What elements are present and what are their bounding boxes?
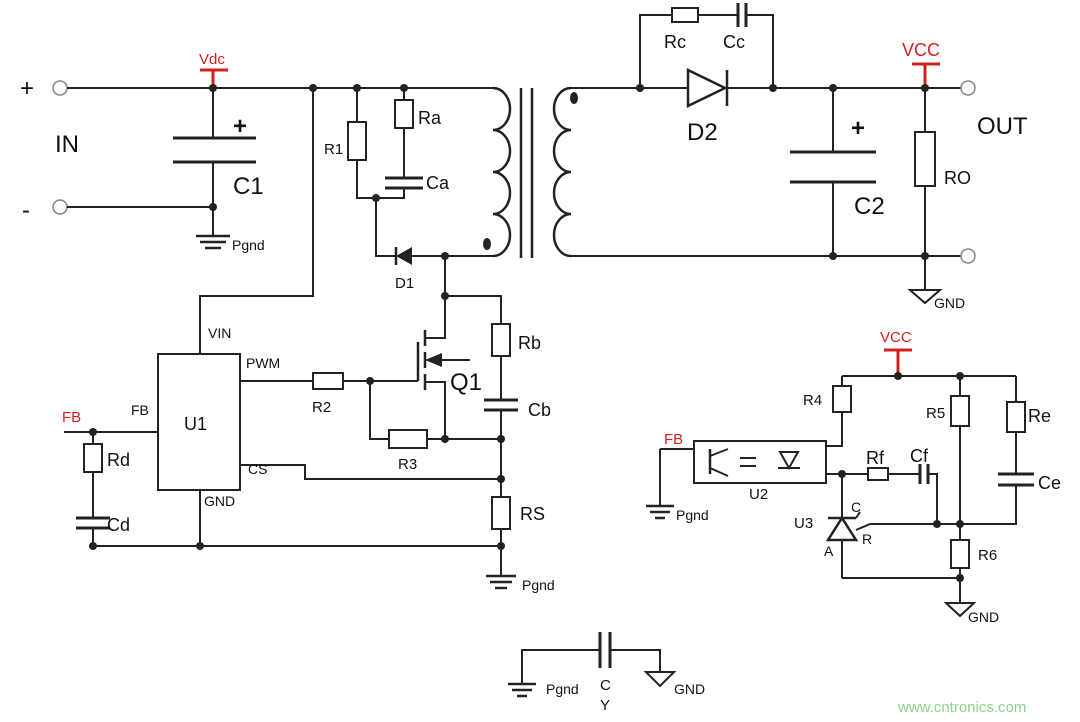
shunt-regulator-u3 bbox=[825, 511, 960, 578]
d2-label: D2 bbox=[687, 119, 718, 146]
input-label: IN bbox=[55, 131, 79, 158]
resistor-r2 bbox=[312, 372, 344, 390]
resistor-ra bbox=[394, 99, 414, 129]
primary-dot bbox=[483, 238, 491, 250]
u3-cathode-pin: C bbox=[851, 499, 861, 515]
output-plus-terminal bbox=[960, 80, 976, 96]
r4-label: R4 bbox=[803, 392, 822, 409]
rb-label: Rb bbox=[518, 333, 541, 353]
u1-fb-pin: FB bbox=[131, 402, 149, 418]
gnd-symbol-1 bbox=[907, 289, 943, 305]
fb-left-label: FB bbox=[62, 409, 81, 426]
u1-gnd-pin: GND bbox=[204, 493, 235, 509]
ic-u1 bbox=[157, 353, 241, 491]
input-plus-label: + bbox=[20, 75, 34, 102]
r5-label: R5 bbox=[926, 405, 945, 422]
input-minus-label: - bbox=[22, 197, 30, 224]
capacitor-c2 bbox=[790, 88, 876, 256]
pgnd4-label: Pgnd bbox=[546, 681, 579, 697]
resistor-r4 bbox=[832, 385, 852, 413]
resistor-rc bbox=[671, 7, 699, 23]
gnd3-label: GND bbox=[674, 681, 705, 697]
resistor-re bbox=[1006, 401, 1026, 433]
pgnd2-label: Pgnd bbox=[522, 577, 555, 593]
out-label: OUT bbox=[977, 113, 1028, 140]
vdc-label: Vdc bbox=[199, 51, 225, 68]
cy-c-label: C bbox=[600, 677, 611, 694]
pgnd-symbol-1 bbox=[196, 234, 230, 250]
pgnd-symbol-4 bbox=[508, 682, 536, 698]
rf-label: Rf bbox=[866, 448, 885, 468]
vcc-out-label: VCC bbox=[902, 40, 940, 60]
rs-label: RS bbox=[520, 504, 545, 524]
gnd2-label: GND bbox=[968, 609, 999, 625]
resistor-rb bbox=[491, 323, 511, 357]
resistor-rf bbox=[867, 467, 889, 481]
d1-label: D1 bbox=[395, 275, 414, 292]
gnd1-label: GND bbox=[934, 295, 965, 311]
resistor-r1 bbox=[347, 121, 367, 161]
rd-label: Rd bbox=[107, 450, 130, 470]
transformer-secondary bbox=[552, 86, 572, 258]
r1-label: R1 bbox=[324, 141, 343, 158]
optocoupler-u2 bbox=[693, 440, 827, 484]
u1-cs-pin: CS bbox=[248, 461, 267, 477]
c1-label: C1 bbox=[233, 173, 264, 200]
u1-pwm-pin: PWM bbox=[246, 355, 280, 371]
resistor-r5 bbox=[950, 395, 970, 427]
pgnd-symbol-3 bbox=[646, 504, 674, 520]
r6-label: R6 bbox=[978, 547, 997, 564]
mosfet-q1 bbox=[416, 296, 470, 439]
resistor-rs bbox=[491, 496, 511, 530]
pgnd-symbol-2 bbox=[486, 574, 516, 590]
pgnd1-label: Pgnd bbox=[232, 237, 265, 253]
u1-label: U1 bbox=[184, 414, 207, 434]
r3-label: R3 bbox=[398, 456, 417, 473]
watermark: www.cntronics.com bbox=[897, 699, 1026, 716]
cb-label: Cb bbox=[528, 400, 551, 420]
u1-vin-pin: VIN bbox=[208, 325, 231, 341]
cc-label: Cc bbox=[723, 32, 745, 52]
gnd-symbol-3 bbox=[643, 671, 677, 688]
resistor-rd bbox=[83, 443, 103, 473]
vcc-fb-label: VCC bbox=[880, 329, 912, 346]
q1-label: Q1 bbox=[450, 369, 482, 396]
transformer-primary bbox=[492, 86, 512, 258]
input-rails bbox=[52, 68, 493, 215]
ra-label: Ra bbox=[418, 108, 442, 128]
c1-polarity: + bbox=[233, 113, 247, 140]
diode-d2 bbox=[686, 68, 729, 108]
ce-label: Ce bbox=[1038, 473, 1061, 493]
u2-label: U2 bbox=[749, 486, 768, 503]
gnd-symbol-2 bbox=[943, 602, 977, 618]
diode-d1 bbox=[394, 247, 412, 265]
ro-label: RO bbox=[944, 168, 971, 188]
output-minus-terminal bbox=[960, 248, 976, 264]
u3-ref-pin: R bbox=[862, 531, 872, 547]
r2-label: R2 bbox=[312, 399, 331, 416]
u3-anode-pin: A bbox=[824, 543, 834, 559]
cy-y-label: Y bbox=[600, 697, 610, 714]
c2-polarity: + bbox=[851, 115, 865, 142]
resistor-r3 bbox=[388, 429, 428, 449]
ca-label: Ca bbox=[426, 173, 450, 193]
labels: + - IN Vdc C1 + Pgnd R1 Ra Ca D1 Rc Cc D… bbox=[20, 32, 1061, 716]
capacitor-c1 bbox=[173, 88, 256, 236]
cd-label: Cd bbox=[107, 515, 130, 535]
rc-label: Rc bbox=[664, 32, 686, 52]
u3-label: U3 bbox=[794, 515, 813, 532]
secondary-dot bbox=[570, 92, 578, 104]
fb-opto-label: FB bbox=[664, 431, 683, 448]
re-label: Re bbox=[1028, 406, 1051, 426]
pgnd3-label: Pgnd bbox=[676, 507, 709, 523]
input-minus-terminal bbox=[52, 199, 68, 215]
c2-label: C2 bbox=[854, 193, 885, 220]
input-plus-terminal bbox=[52, 80, 68, 96]
resistor-r6 bbox=[950, 539, 970, 569]
resistor-ro bbox=[914, 131, 936, 187]
cf-label: Cf bbox=[910, 446, 929, 466]
junction-dots bbox=[89, 84, 964, 582]
